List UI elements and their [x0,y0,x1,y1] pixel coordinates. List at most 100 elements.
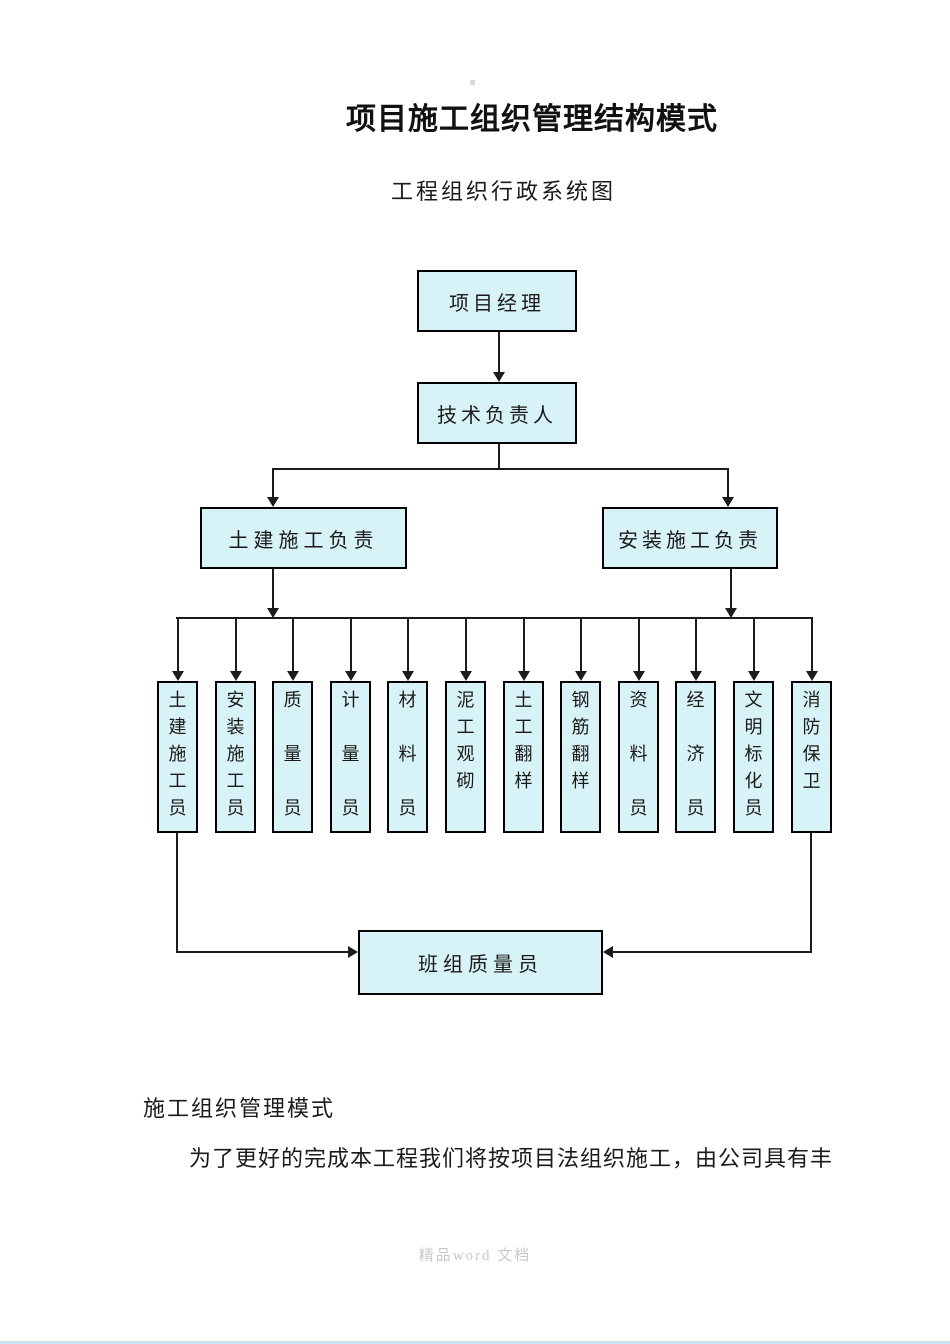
staff-char: 经 [686,690,705,710]
staff-char: 员 [283,798,302,818]
drop-arrowhead-8 [574,671,587,681]
staff-box-9: 资料员 [618,681,659,833]
staff-box-3: 质量员 [272,681,313,833]
staff-char: 员 [686,798,705,818]
staff-char: 翻 [514,744,533,764]
staff-char: 翻 [571,744,590,764]
page-bottom-edge [0,1341,950,1344]
staff-char: 量 [341,744,360,764]
drop-connector-3 [291,618,294,671]
drop-arrowhead-12 [805,671,818,681]
drop-connector-9 [637,618,640,671]
staff-char: 量 [283,744,302,764]
staff-char: 员 [629,798,648,818]
stray-mark [470,80,475,85]
arrowhead-install-lead [722,497,734,507]
drop-connector-4 [349,618,352,671]
arrowhead-civil-to-bus [267,608,279,618]
arrowhead-pm-tech [493,372,505,382]
drop-connector-5 [406,618,409,671]
staff-char [677,768,714,795]
body-paragraph: 为了更好的完成本工程我们将按项目法组织施工，由公司具有丰 [189,1146,834,1171]
staff-char: 施 [226,744,245,764]
staff-char: 计 [341,690,360,710]
drop-arrowhead-6 [459,671,472,681]
staff-box-2: 安装施工员 [215,681,256,833]
staff-char: 化 [744,771,763,791]
drop-connector-7 [522,618,525,671]
staff-char: 观 [456,744,475,764]
org-node-team-quality: 班组质量员 [358,930,603,995]
staff-char: 工 [168,771,187,791]
staff-char: 安 [226,690,245,710]
staff-char: 材 [398,690,417,710]
drop-arrowhead-5 [401,671,414,681]
diagram-subtitle: 工程组织行政系统图 [391,179,617,204]
staff-char: 料 [398,744,417,764]
staff-char: 砌 [456,771,475,791]
drop-arrowhead-2 [229,671,242,681]
staff-box-6: 泥工观砌 [445,681,486,833]
staff-char: 施 [168,744,187,764]
drop-connector-11 [752,618,755,671]
staff-char: 员 [168,798,187,818]
staff-char [677,714,714,741]
staff-char: 防 [802,717,821,737]
staff-char [274,714,311,741]
staff-char: 泥 [456,690,475,710]
staff-box-12: 消防保卫 [791,681,832,833]
staff-box-8: 钢筋翻样 [560,681,601,833]
staff-char: 卫 [802,771,821,791]
connector-left-horizontal [176,951,348,953]
staff-char: 工 [456,717,475,737]
connector-right-horizontal [613,951,812,953]
staff-box-7: 土工翻样 [503,681,544,833]
staff-char [332,768,369,795]
watermark-footer: 精品word 文档 [418,1248,532,1264]
drop-connector-6 [464,618,467,671]
staff-char: 质 [283,690,302,710]
drop-connector-2 [234,618,237,671]
staff-char: 土 [168,690,187,710]
connector-split-right [727,470,729,498]
staff-char: 文 [744,690,763,710]
staff-char: 样 [514,771,533,791]
connector-split-horizontal [272,468,729,470]
arrowhead-into-team-left [348,946,358,958]
drop-arrowhead-10 [689,671,702,681]
connector-left-down [176,833,178,953]
staff-char: 消 [802,690,821,710]
staff-char [274,768,311,795]
staff-char: 保 [802,744,821,764]
staff-char: 样 [571,771,590,791]
drop-arrowhead-3 [286,671,299,681]
staff-char: 装 [226,717,245,737]
drop-arrowhead-4 [344,671,357,681]
staff-char [620,714,657,741]
staff-char: 工 [226,771,245,791]
connector-split-left [272,470,274,498]
org-node-project-manager: 项目经理 [417,270,577,332]
staff-box-10: 经济员 [675,681,716,833]
connector-pm-tech [498,332,500,374]
staff-char: 标 [744,744,763,764]
drop-connector-10 [694,618,697,671]
staff-box-11: 文明标化员 [733,681,774,833]
staff-char: 筋 [571,717,590,737]
connector-tech-stub [498,444,500,469]
staff-char [332,714,369,741]
drop-connector-8 [579,618,582,671]
connector-distribution-bus [176,617,813,619]
drop-arrowhead-11 [747,671,760,681]
staff-char: 济 [686,744,705,764]
connector-civil-down [272,569,274,609]
staff-char: 料 [629,744,648,764]
staff-char: 资 [629,690,648,710]
arrowhead-install-to-bus [725,608,737,618]
staff-box-1: 土建施工员 [157,681,198,833]
drop-connector-12 [810,618,813,671]
staff-char: 员 [744,798,763,818]
staff-char [389,768,426,795]
org-node-technical-lead: 技术负责人 [417,382,577,444]
